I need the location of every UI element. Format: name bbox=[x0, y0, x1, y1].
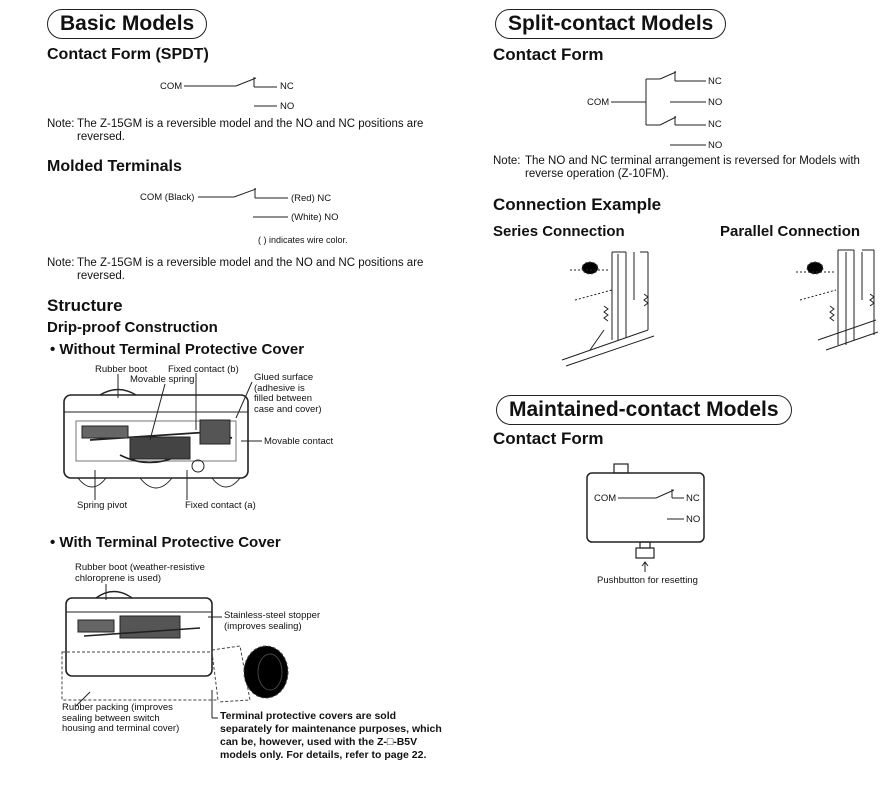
spdt-no-label: NO bbox=[280, 101, 295, 112]
connection-example-heading: Connection Example bbox=[493, 195, 662, 214]
split-nc1-label: NC bbox=[708, 76, 722, 87]
pushbutton-label: Pushbutton for resetting bbox=[597, 575, 698, 586]
maintained-com-label: COM bbox=[594, 493, 617, 504]
parallel-connection-heading: Parallel Connection bbox=[720, 223, 861, 240]
with-cover-heading: • With Terminal Protective Cover bbox=[50, 534, 281, 551]
label-glued-surface: Glued surface (adhesive is filled betwee… bbox=[254, 372, 322, 415]
label-rubber-boot: Rubber boot bbox=[95, 364, 148, 375]
note-text: The Z-15GM is a reversible model and the… bbox=[77, 257, 424, 282]
label-movable-contact: Movable contact bbox=[264, 436, 334, 447]
basic-models-title: Basic Models bbox=[47, 9, 208, 39]
spdt-com-label: COM bbox=[160, 81, 183, 92]
note-z15gm-1: Note: The Z-15GM is a reversible model a… bbox=[47, 118, 447, 146]
maintained-nc-label: NC bbox=[686, 493, 700, 504]
label-rubber-boot-chloroprene: Rubber boot (weather-resistive chloropre… bbox=[75, 562, 205, 584]
note-z15gm-2: Note: The Z-15GM is a reversible model a… bbox=[47, 257, 447, 285]
split-nc2-label: NC bbox=[708, 119, 722, 130]
structure-heading: Structure bbox=[47, 296, 123, 315]
spdt-nc-label: NC bbox=[280, 81, 294, 92]
terminal-covers-note: Terminal protective covers are sold sepa… bbox=[220, 710, 442, 761]
molded-nc-label: (Red) NC bbox=[291, 193, 332, 204]
molded-no-label: (White) NO bbox=[291, 212, 339, 223]
label-stainless-stopper: Stainless-steel stopper (improves sealin… bbox=[224, 610, 321, 632]
split-com-label: COM bbox=[587, 97, 610, 108]
split-no1-label: NO bbox=[708, 97, 723, 108]
maintained-contact-models-title: Maintained-contact Models bbox=[496, 395, 792, 425]
series-connection-heading: Series Connection bbox=[493, 223, 625, 240]
label-spring-pivot: Spring pivot bbox=[77, 500, 128, 511]
label-rubber-packing: Rubber packing (improves sealing between… bbox=[62, 702, 180, 734]
molded-com-label: COM (Black) bbox=[140, 192, 195, 203]
maintained-no-label: NO bbox=[686, 514, 701, 525]
note-label: Note: bbox=[47, 118, 75, 130]
note-label: Note: bbox=[493, 155, 521, 167]
label-movable-spring: Movable spring bbox=[130, 374, 195, 385]
molded-terminals-heading: Molded Terminals bbox=[47, 158, 182, 175]
drip-proof-heading: Drip-proof Construction bbox=[47, 319, 218, 336]
split-no2-label: NO bbox=[708, 140, 723, 151]
note-text: The NO and NC terminal arrangement is re… bbox=[525, 155, 860, 180]
split-contact-form-heading: Contact Form bbox=[493, 45, 604, 64]
note-label: Note: bbox=[47, 257, 75, 269]
label-fixed-contact-b: Fixed contact (b) bbox=[168, 364, 239, 375]
note-reverse-operation: Note: The NO and NC terminal arrangement… bbox=[493, 155, 883, 183]
wire-color-note: ( ) indicates wire color. bbox=[258, 235, 348, 245]
label-fixed-contact-a: Fixed contact (a) bbox=[185, 500, 256, 511]
note-text: The Z-15GM is a reversible model and the… bbox=[77, 118, 424, 143]
without-cover-heading: • Without Terminal Protective Cover bbox=[50, 341, 305, 358]
contact-form-spdt-heading: Contact Form (SPDT) bbox=[47, 46, 209, 63]
split-contact-models-title: Split-contact Models bbox=[495, 9, 727, 39]
maintained-contact-form-heading: Contact Form bbox=[493, 429, 604, 448]
